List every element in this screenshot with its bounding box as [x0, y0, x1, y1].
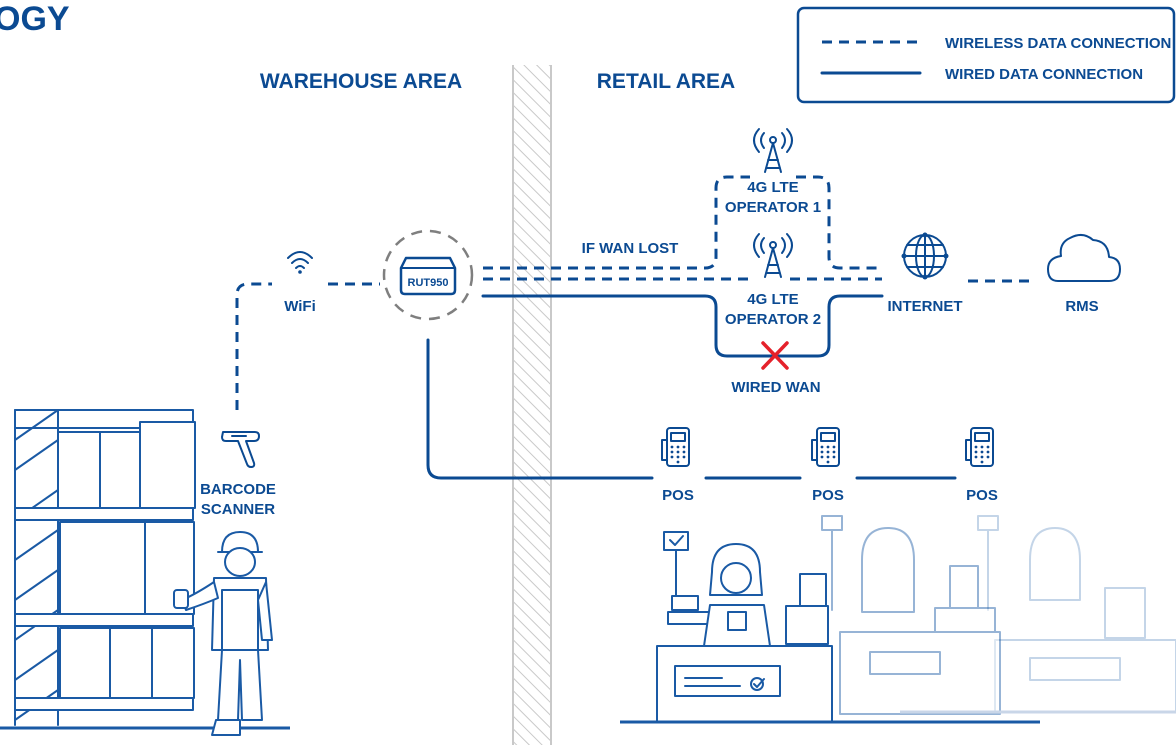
- wan-failure-icon: [761, 341, 789, 370]
- warehouse-area-heading: WAREHOUSE AREA: [260, 70, 462, 93]
- rms-label: RMS: [1065, 298, 1098, 315]
- operator2-label-line1: 4G LTE: [747, 291, 798, 308]
- checkout-counter-main: [620, 531, 1176, 724]
- warehouse-worker-illustration: [173, 531, 273, 736]
- pos-label-2: POS: [812, 487, 844, 504]
- router-rut950: RUT950: [382, 229, 474, 321]
- scanner-label-line2: SCANNER: [201, 501, 275, 518]
- barcode-scanner-icon: [221, 431, 260, 468]
- connections: [235, 175, 1036, 480]
- wired-wan-label: WIRED WAN: [731, 379, 820, 396]
- cell-tower-icon: [753, 233, 793, 278]
- checkout-counter-ghost-far: [977, 515, 1176, 713]
- wifi-label: WiFi: [284, 298, 316, 315]
- operator1-label-line2: OPERATOR 1: [725, 199, 821, 216]
- operator1-label-line1: 4G LTE: [747, 179, 798, 196]
- pos-label-1: POS: [662, 487, 694, 504]
- pos-label-3: POS: [966, 487, 998, 504]
- wifi-icon: [287, 251, 313, 274]
- failover-note: IF WAN LOST: [582, 240, 679, 257]
- pos-terminal-icon: [965, 427, 994, 467]
- cloud-icon: [1047, 234, 1121, 282]
- retail-area-heading: RETAIL AREA: [597, 70, 735, 93]
- scanner-label-line1: BARCODE: [200, 481, 276, 498]
- router-model-label: RUT950: [408, 277, 449, 289]
- legend-wireless-label: WIRELESS DATA CONNECTION: [945, 35, 1171, 52]
- scanner-wifi-link: [235, 282, 272, 410]
- legend-box: WIRELESS DATA CONNECTION WIRED DATA CONN…: [796, 6, 1176, 104]
- dividing-wall: [512, 65, 552, 745]
- pos-terminal-icon: [661, 427, 690, 467]
- internet-label: INTERNET: [888, 298, 963, 315]
- router-pos-link: [426, 338, 654, 480]
- operator2-label-line2: OPERATOR 2: [725, 311, 821, 328]
- pos-terminal-icon: [811, 427, 840, 467]
- operator1-internet-link: [796, 175, 882, 270]
- page-title-fragment: OGY: [0, 0, 70, 38]
- warehouse-shelving-illustration: [0, 409, 290, 730]
- legend-wired-label: WIRED DATA CONNECTION: [945, 66, 1143, 83]
- router-operator1-link: [483, 175, 750, 270]
- checkout-counter-ghost-mid: [821, 515, 1001, 715]
- cell-tower-icon: [753, 128, 793, 173]
- globe-icon: [901, 232, 949, 280]
